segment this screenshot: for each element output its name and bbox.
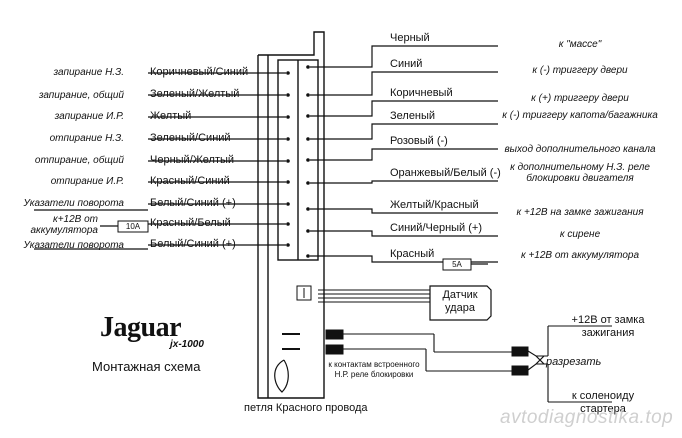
left-function-label: отпирание, общий [34, 155, 124, 166]
ignition-source-label: +12В от замка зажигания [571, 314, 645, 339]
right-wire-line [310, 100, 498, 117]
right-wire-label: Коричневый [390, 87, 453, 99]
left-pin [286, 222, 290, 226]
left-pin [286, 71, 290, 75]
left-pin [286, 93, 290, 97]
left-pin [286, 137, 290, 141]
right-pin [306, 93, 310, 97]
right-pin [306, 207, 310, 211]
connector-pins [286, 65, 310, 258]
right-destination-label: к (+) триггеру двери [531, 93, 629, 104]
left-pin [286, 243, 290, 247]
left-pin [286, 180, 290, 184]
right-wire-label: Оранжевый/Белый (-) [390, 167, 501, 179]
shock-sensor-label: Датчик удара [442, 289, 478, 314]
red-wire-loop-label: петля Красного провода [244, 402, 368, 414]
right-wire-line [310, 123, 498, 140]
left-pin [286, 202, 290, 206]
right-destination-label: выход дополнительного канала [504, 144, 656, 155]
right-wire-label: Красный [390, 248, 435, 260]
left-function-label: запирание И.Р. [54, 111, 124, 122]
right-destination-label: к сирене [559, 229, 601, 240]
brand-logo: Jaguar [100, 312, 182, 343]
ignition-cut-lines [527, 325, 612, 403]
left-wire-label: Коричневый/Синий [150, 66, 249, 78]
cut-mark [535, 355, 545, 365]
right-destination-label: к +12В на замке зажигания [516, 207, 644, 218]
shock-sensor-lines [296, 285, 492, 321]
right-pin [306, 229, 310, 233]
left-wire-lines [34, 72, 286, 250]
right-wire-line [310, 180, 498, 184]
left-wire-label: Зеленый/Желтый [150, 88, 240, 100]
right-wire-label: Черный [390, 32, 430, 44]
left-function-label: запирание, общий [38, 90, 124, 101]
right-wire-label: Розовый (-) [390, 135, 448, 147]
right-destination-label: к дополнительному Н.З. реле блокировки д… [510, 162, 650, 184]
alarm-unit-body [257, 31, 325, 399]
left-wire-label: Красный/Синий [150, 175, 230, 187]
left-wire-label: Зеленый/Синий [150, 132, 231, 144]
unit-outline [257, 31, 325, 399]
right-wire-line [310, 255, 498, 263]
left-function-label: Указатели поворота [23, 240, 124, 251]
sensor-port [296, 285, 312, 301]
fuse-5a-label: 5A [452, 260, 462, 269]
right-pin [306, 181, 310, 185]
fuse-10a-label: 10A [125, 222, 141, 231]
left-function-label: Указатели поворота [23, 198, 124, 209]
right-pin [306, 65, 310, 69]
right-wire-line [310, 71, 498, 96]
left-wire-label: Белый/Синий (+) [150, 238, 236, 250]
right-wire-line [310, 230, 498, 237]
starter-solenoid-label: к соленоиду стартера [571, 390, 635, 415]
cut-here-label: разрезать [546, 356, 602, 368]
right-wire-line [310, 208, 498, 214]
diagram-subtitle: Монтажная схема [92, 359, 201, 374]
right-destination-label: к (-) триггеру капота/багажника [502, 110, 658, 121]
fuse-5a-box [442, 258, 472, 271]
red-wire-loop [274, 359, 289, 393]
right-destination-label: к (-) триггеру двери [532, 65, 628, 76]
relay-terminals [282, 329, 529, 376]
model-name: jx-1000 [170, 339, 204, 350]
right-wire-line [310, 148, 498, 161]
watermark-text: avtodiagnostika.top [500, 407, 674, 428]
right-destination-label: к +12В от аккумулятора [520, 250, 640, 261]
right-wire-label: Синий/Черный (+) [390, 222, 483, 234]
left-function-label: к+12В от аккумулятора [30, 214, 98, 236]
right-pin [306, 158, 310, 162]
left-function-label: отпирание Н.З. [49, 133, 124, 144]
right-destination-label: к "массе" [558, 39, 602, 50]
left-wire-label: Красный/Белый [150, 217, 231, 229]
left-function-label: отпирание И.Р. [50, 176, 124, 187]
right-wire-line [310, 45, 498, 68]
right-pin [306, 254, 310, 258]
right-wire-lines [310, 45, 498, 265]
right-pin [306, 114, 310, 118]
left-wire-label: Белый/Синий (+) [150, 197, 236, 209]
left-wire-label: Черный/Желтый [150, 154, 235, 166]
right-wire-label: Зеленый [390, 110, 436, 122]
relay-contacts-note: к контактам встроенного Н.Р. реле блокир… [328, 360, 420, 379]
left-pin [286, 159, 290, 163]
sensor-box [429, 285, 492, 321]
left-pin [286, 115, 290, 119]
left-function-label: запирание Н.З. [53, 67, 125, 78]
fuse-10a-box [117, 220, 149, 233]
right-wire-label: Синий [390, 58, 423, 70]
right-wire-label: Желтый/Красный [390, 199, 479, 211]
right-pin [306, 137, 310, 141]
left-wire-label: Желтый [150, 110, 192, 122]
